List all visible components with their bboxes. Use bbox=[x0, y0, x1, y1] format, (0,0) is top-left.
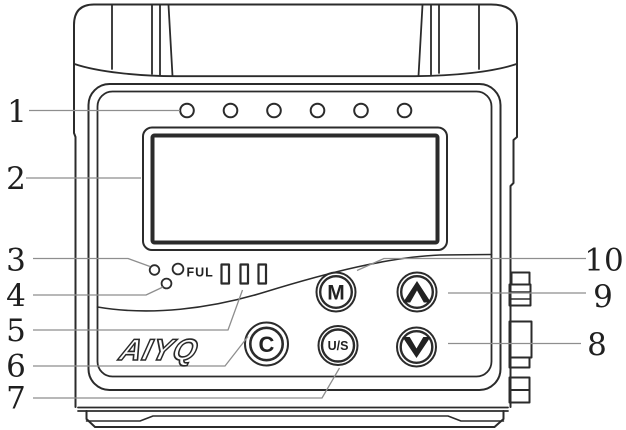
callout-8-label: 8 bbox=[587, 327, 607, 363]
connector-low-top bbox=[508, 376, 531, 391]
callout-7-label: 7 bbox=[6, 381, 26, 417]
base-foot-contour bbox=[85, 415, 505, 422]
brand-logo: AIYQ bbox=[115, 333, 202, 366]
device-body-outline bbox=[73, 3, 518, 408]
us-button-ring bbox=[317, 325, 359, 366]
base-silhouette bbox=[85, 410, 505, 428]
battery-full-label: FUL bbox=[187, 266, 214, 280]
indicator-lamp-lower bbox=[160, 277, 173, 290]
status-led-6 bbox=[396, 102, 413, 119]
callout-3-leader bbox=[33, 257, 151, 268]
us-button-label: U/S bbox=[328, 339, 349, 353]
down-button-face bbox=[399, 330, 434, 365]
us-button bbox=[317, 325, 359, 366]
front-bezel-inner bbox=[96, 90, 493, 378]
callout-10-leader bbox=[356, 257, 586, 272]
indicator-lamp-ful bbox=[171, 262, 185, 276]
battery-level-bars bbox=[220, 263, 268, 285]
bracket-shoulder-seam bbox=[73, 63, 518, 78]
callout-10-label: 10 bbox=[584, 243, 623, 279]
connector-top-tab bbox=[510, 271, 531, 286]
down-button bbox=[396, 326, 437, 368]
front-bezel-outer bbox=[87, 83, 502, 391]
c-button bbox=[244, 321, 289, 367]
m-button-face bbox=[319, 275, 354, 310]
battery-bar-2 bbox=[239, 263, 250, 285]
connector-top-body bbox=[508, 283, 532, 307]
up-arrow-icon bbox=[403, 281, 431, 303]
status-led-3 bbox=[266, 102, 282, 119]
callout-4-label: 4 bbox=[6, 278, 26, 314]
up-button-face bbox=[400, 275, 435, 310]
connector-low-bot bbox=[508, 389, 531, 404]
callout-1-label: 1 bbox=[7, 94, 27, 130]
status-led-5 bbox=[353, 102, 369, 119]
callout-6-label: 6 bbox=[6, 349, 26, 385]
connector-mid-step bbox=[508, 356, 531, 369]
battery-bar-1 bbox=[220, 263, 231, 285]
connector-mid-body bbox=[508, 320, 533, 359]
callout-3-label: 3 bbox=[6, 243, 26, 279]
connector-top-ribs bbox=[508, 291, 532, 300]
callout-6-leader bbox=[33, 336, 249, 367]
callout-5-leader bbox=[33, 289, 244, 331]
lcd-display-frame bbox=[142, 126, 448, 251]
c-button-face bbox=[249, 326, 285, 362]
us-button-face bbox=[320, 328, 356, 363]
m-button-label: M bbox=[327, 282, 345, 305]
c-button-ring bbox=[244, 321, 289, 367]
callout-2-label: 2 bbox=[6, 161, 26, 197]
up-button-ring bbox=[396, 271, 438, 313]
callout-4-leader bbox=[33, 286, 164, 296]
side-connectors bbox=[508, 271, 533, 404]
battery-bar-3 bbox=[257, 263, 268, 285]
status-led-4 bbox=[309, 102, 326, 119]
down-arrow-icon bbox=[402, 337, 431, 358]
m-button bbox=[315, 271, 357, 313]
up-button bbox=[396, 271, 438, 313]
c-button-label: C bbox=[259, 332, 275, 357]
status-led-row bbox=[179, 102, 413, 119]
down-button-ring bbox=[396, 326, 437, 368]
top-bracket bbox=[111, 4, 480, 77]
callout-7-leader bbox=[33, 367, 341, 399]
m-button-ring bbox=[315, 271, 357, 313]
indicator-lamp-left bbox=[148, 264, 161, 276]
base-strip-lines bbox=[77, 406, 509, 412]
status-led-2 bbox=[222, 102, 239, 119]
status-led-1 bbox=[179, 102, 195, 119]
callout-5-label: 5 bbox=[6, 313, 26, 349]
lcd-display-screen bbox=[150, 133, 440, 245]
callout-9-label: 9 bbox=[593, 279, 613, 315]
